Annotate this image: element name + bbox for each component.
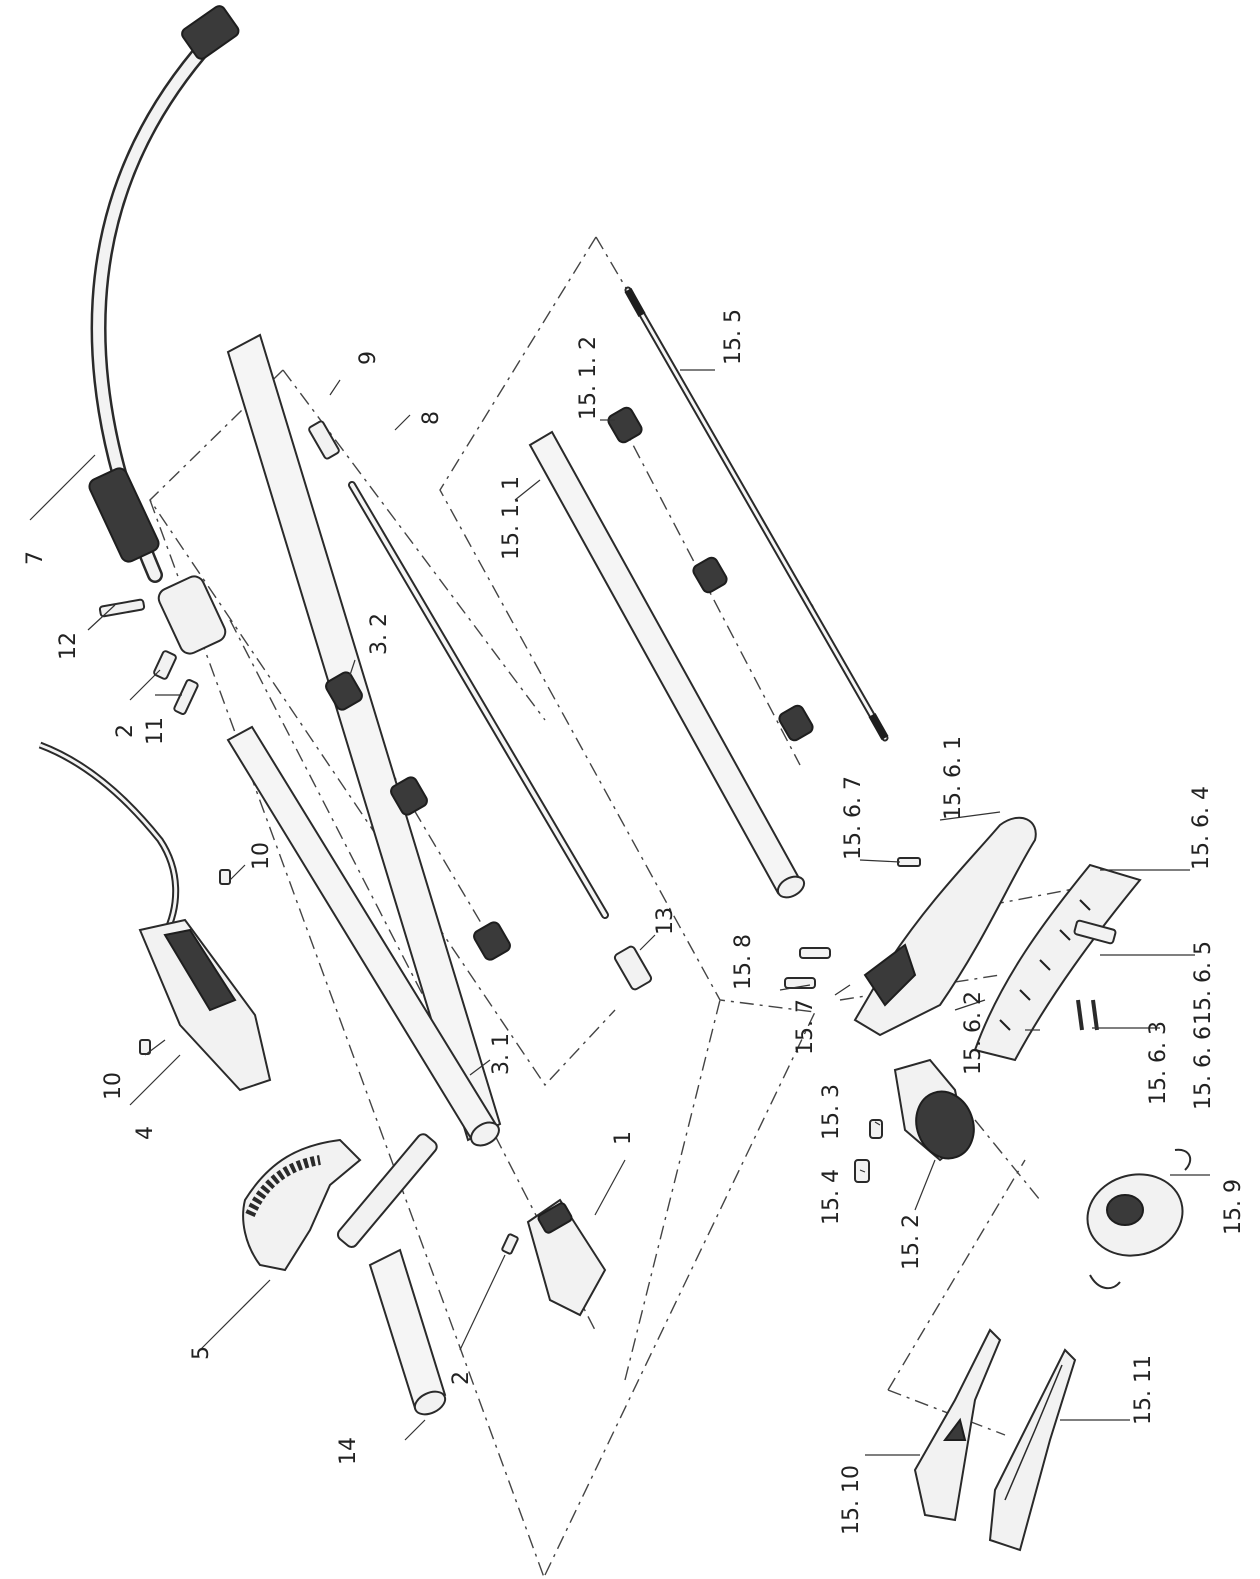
part-15-6-guard-assembly <box>784 816 1142 1062</box>
part-15-11-blade <box>988 1348 1077 1552</box>
part-5-front-handle <box>242 1133 438 1272</box>
label-part-8: 8 <box>419 411 444 425</box>
label-part-2-lower: 2 <box>449 1371 474 1385</box>
label-part-12: 12 <box>56 632 81 660</box>
label-part-5: 5 <box>189 1346 214 1360</box>
part-15-2-gear-head <box>854 1058 975 1183</box>
part-1-clamp <box>501 1198 607 1317</box>
label-part-7: 7 <box>23 551 48 565</box>
label-part-15-6-3: 15. 6. 3 <box>1146 1021 1171 1105</box>
part-7-flexible-shaft <box>88 5 240 583</box>
label-part-15-8: 15. 8 <box>731 934 756 990</box>
label-part-15-11: 15. 11 <box>1131 1355 1156 1425</box>
label-part-9: 9 <box>356 351 381 365</box>
label-part-15-4: 15. 4 <box>819 1169 844 1225</box>
label-part-2-upper: 2 <box>113 724 138 738</box>
label-part-15-6-1: 15. 6. 1 <box>941 736 966 820</box>
part-4-throttle-grip <box>38 741 272 1092</box>
label-part-15-6-2: 15. 6. 2 <box>961 991 986 1075</box>
label-part-10-left: 10 <box>101 1072 126 1100</box>
part-15-1-1-tube <box>528 430 806 899</box>
label-part-15-2: 15. 2 <box>899 1214 924 1270</box>
label-part-10-right: 10 <box>249 842 274 870</box>
part-8-drive-rod <box>308 420 653 991</box>
label-part-15-1-1: 15. 1. 1 <box>499 476 524 560</box>
leader-lines <box>29 369 1210 1456</box>
part-3-1-tube <box>226 333 502 1147</box>
label-part-3-1: 3. 1 <box>489 1033 514 1075</box>
label-part-15-5: 15. 5 <box>721 309 746 365</box>
label-part-13: 13 <box>653 907 678 935</box>
label-part-15-10: 15. 10 <box>839 1465 864 1535</box>
part-15-9-trimmer-head <box>1086 1148 1192 1290</box>
label-part-15-6-7: 15. 6. 7 <box>841 776 866 860</box>
label-part-4: 4 <box>133 1126 158 1140</box>
part-15-10-blade <box>913 1328 1002 1522</box>
label-part-11: 11 <box>143 717 168 745</box>
label-part-3-2: 3. 2 <box>367 613 392 655</box>
part-14-spacer-tube <box>368 1248 447 1416</box>
part-3-2-bushings <box>325 671 511 961</box>
coupling-sleeve <box>98 575 227 715</box>
label-part-15-9: 15. 9 <box>1221 1179 1246 1235</box>
part-labels: 7 12 2 11 9 8 3. 2 10 10 4 3. 1 5 1 2 13… <box>23 309 1246 1535</box>
part-15-5-drive-shaft <box>624 286 889 742</box>
label-part-15-1-2: 15. 1. 2 <box>576 336 601 420</box>
label-part-15-3: 15. 3 <box>819 1084 844 1140</box>
label-part-15-6-4: 15. 6. 4 <box>1189 786 1214 870</box>
label-part-1: 1 <box>611 1131 636 1145</box>
label-part-15-6-5: 15. 6. 5 <box>1191 941 1216 1025</box>
label-part-15-7: 15. 7 <box>793 999 818 1055</box>
label-part-15-6-6: 15. 6. 6 <box>1191 1026 1216 1110</box>
label-part-14: 14 <box>336 1437 361 1465</box>
part-15-1-2-bushings <box>607 406 814 742</box>
